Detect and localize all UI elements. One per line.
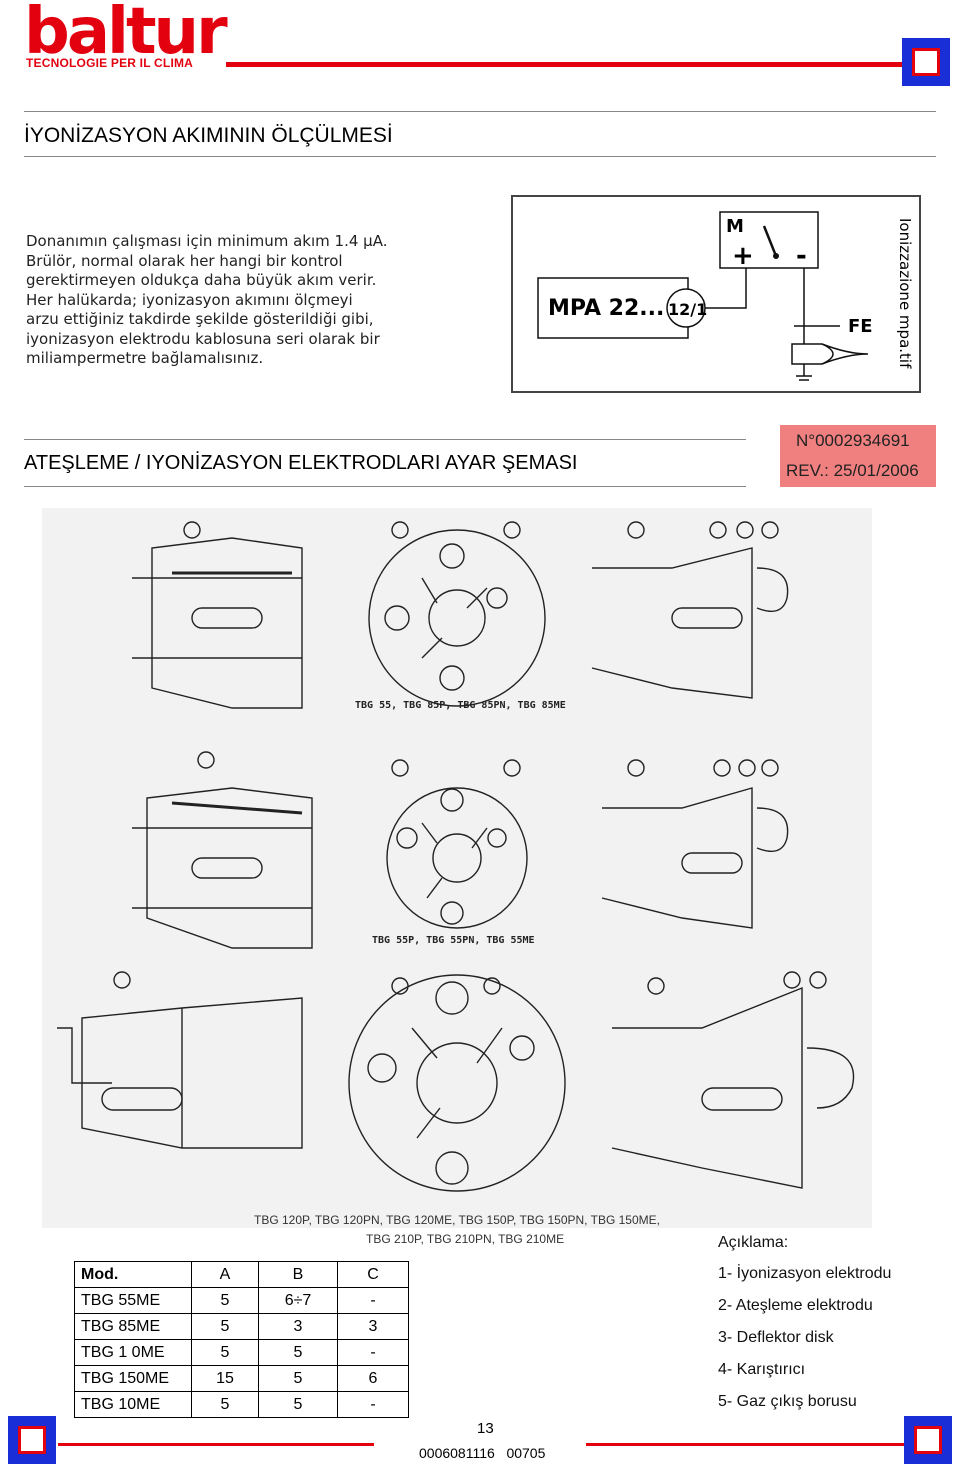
meter-plus: +	[732, 241, 754, 271]
corner-marker-bottom-right	[904, 1416, 952, 1464]
header-divider	[24, 111, 936, 112]
legend-item: 1- İyonizasyon elektrodu	[718, 1265, 892, 1282]
electrode-drawings: TBG 55, TBG 85P, TBG 85PN, TBG 85ME TBG …	[42, 508, 872, 1228]
table-header-cell: B	[258, 1261, 338, 1288]
table-cell: 5	[191, 1287, 259, 1314]
table-cell: TBG 85ME	[74, 1313, 192, 1340]
legend-item: 2- Ateşleme elektrodu	[718, 1297, 873, 1314]
intro-line: gerektirmeyen oldukça daha büyük akım ve…	[26, 271, 377, 289]
table-cell: -	[337, 1339, 409, 1366]
electrode-drawings-svg: TBG 55, TBG 85P, TBG 85PN, TBG 85ME TBG …	[57, 521, 855, 1192]
drawing-caption-row3-line1: TBG 120P, TBG 120PN, TBG 120ME, TBG 150P…	[254, 1213, 660, 1227]
footer-red-rule-left	[58, 1443, 374, 1446]
section-title-ionization: İYONİZASYON AKIMININ ÖLÇÜLMESİ	[24, 124, 393, 147]
meter-label: M	[726, 216, 744, 237]
figure-side-label: Ionizzazione mpa.tif	[896, 218, 914, 369]
table-cell: 5	[258, 1365, 338, 1392]
brand-tagline: TECNOLOGIE PER IL CLIMA	[26, 56, 194, 70]
table-cell: -	[337, 1287, 409, 1314]
drawing-side-view-right-row1	[591, 521, 789, 699]
table-header-cell: Mod.	[74, 1261, 192, 1288]
legend-item: 3- Deflektor disk	[718, 1329, 834, 1346]
fe-label: FE	[848, 316, 873, 337]
meter-needle	[762, 225, 778, 257]
table-cell: 3	[337, 1313, 409, 1340]
table-cell: 5	[191, 1339, 259, 1366]
drawing-caption-row1: TBG 55, TBG 85P, TBG 85PN, TBG 85ME	[355, 700, 566, 711]
table-header-cell: C	[337, 1261, 409, 1288]
legend-title: Açıklama:	[718, 1234, 789, 1251]
intro-line: Her halükarda; iyonizasyon akımını ölçme…	[26, 290, 353, 309]
legend-item: 4- Karıştırıcı	[718, 1361, 806, 1378]
table-cell: TBG 1 0ME	[74, 1339, 192, 1366]
table-header-row: Mod. A B C	[74, 1261, 409, 1288]
meter-minus: -	[796, 241, 807, 271]
drawing-side-view-left-row3	[57, 971, 303, 1149]
table-cell: 3	[258, 1313, 338, 1340]
intro-line: miliampermetre bağlamalısınız.	[26, 349, 264, 367]
doc-number-box: N°0002934691 REV.: 25/01/2006	[780, 425, 936, 487]
drawing-side-view-left-row1	[132, 521, 303, 709]
table-cell: 5	[258, 1391, 338, 1418]
brand-logo: baltur	[24, 0, 228, 69]
intro-line: Donanımın çalışması için minimum akım 1.…	[26, 232, 388, 250]
intro-line: arzu ettiğiniz takdirde şekilde gösteril…	[26, 310, 374, 328]
drawing-caption-row2: TBG 55P, TBG 55PN, TBG 55ME	[372, 935, 535, 946]
drawing-side-view-left-row2	[132, 751, 313, 949]
drawing-front-view-row1	[368, 521, 546, 707]
doc-number: N°0002934691	[796, 431, 910, 450]
table-cell: 6÷7	[258, 1287, 338, 1314]
intro-line: iyonizasyon elektrodu kablosuna seri ola…	[26, 329, 380, 348]
table-header-cell: A	[191, 1261, 259, 1288]
ionization-circuit-figure: MPA 22... 12/1 M + - FE Ionizzazione mpa…	[511, 195, 921, 393]
section-title-electrode-settings: ATEŞLEME / IYONİZASYON ELEKTRODLARI AYAR…	[24, 452, 578, 474]
drawing-front-view-row2	[386, 759, 528, 929]
revision-date: REV.: 25/01/2006	[786, 461, 919, 480]
intro-paragraph: Donanımın çalışması için minimum akım 1.…	[26, 232, 446, 369]
drawing-side-view-right-row2	[601, 759, 789, 929]
page-number: 13	[477, 1420, 494, 1437]
header-red-rule	[226, 62, 902, 67]
device-label: MPA 22...	[548, 296, 664, 321]
drawing-caption-row3-line2: TBG 210P, TBG 210PN, TBG 210ME	[366, 1232, 565, 1246]
legend-item: 5- Gaz çıkış borusu	[718, 1393, 857, 1410]
intro-line: Brülör, normal olarak her hangi bir kont…	[26, 251, 343, 270]
section2-top-rule	[24, 439, 746, 440]
corner-marker-top-right	[902, 38, 950, 86]
terminal-label: 12/1	[668, 300, 707, 319]
section-divider	[24, 156, 936, 157]
table-cell: 15	[191, 1365, 259, 1392]
corner-marker-bottom-left	[8, 1416, 56, 1464]
table-cell: -	[337, 1391, 409, 1418]
table-cell: 5	[191, 1391, 259, 1418]
electrode-icon	[791, 343, 834, 365]
table-cell: TBG 55ME	[74, 1287, 192, 1314]
table-cell: TBG 150ME	[74, 1365, 192, 1392]
table-cell: TBG 10ME	[74, 1391, 192, 1418]
table-cell: 6	[337, 1365, 409, 1392]
drawing-front-view-row3	[348, 974, 566, 1192]
table-cell: 5	[191, 1313, 259, 1340]
section2-bottom-rule	[24, 486, 746, 487]
drawing-side-view-right-row3	[611, 971, 855, 1189]
document-code: 0006081116 00705	[419, 1445, 546, 1461]
footer-red-rule-right	[586, 1443, 904, 1446]
table-cell: 5	[258, 1339, 338, 1366]
